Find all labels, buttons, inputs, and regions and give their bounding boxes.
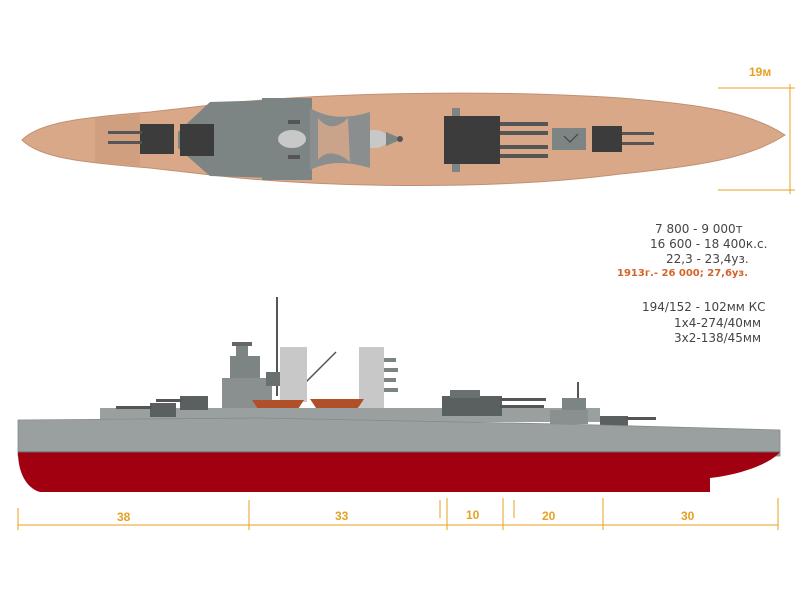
hull-lower bbox=[18, 452, 780, 492]
segment-label-1: 38 bbox=[117, 510, 131, 524]
segment-label-3: 10 bbox=[466, 508, 480, 522]
segment-label-5: 30 bbox=[681, 509, 695, 523]
profile-view bbox=[17, 297, 781, 492]
spec-main-guns: 1х4-274/40мм bbox=[674, 316, 762, 330]
funnel-1 bbox=[280, 347, 307, 402]
main-turret bbox=[442, 396, 502, 416]
aft-turret-plan bbox=[592, 126, 622, 152]
funnel-plan-1 bbox=[278, 130, 306, 148]
spec-displacement: 7 800 - 9 000т bbox=[655, 222, 743, 236]
spec-armor: 194/152 - 102мм КС bbox=[642, 300, 766, 314]
forward-turret-plan bbox=[140, 124, 174, 154]
hull-upper bbox=[17, 417, 781, 457]
aft-turret bbox=[600, 416, 628, 426]
boat-1 bbox=[252, 400, 304, 409]
forward-turret-2 bbox=[180, 396, 208, 410]
superstructure-plan bbox=[178, 100, 275, 178]
forward-turret bbox=[150, 403, 176, 417]
funnel-2 bbox=[359, 347, 384, 417]
spec-speed: 22,3 - 23,4уз. bbox=[666, 252, 749, 266]
beam-label: 19м bbox=[749, 65, 771, 79]
segment-label-4: 20 bbox=[542, 509, 556, 523]
spec-secondary-guns: 3х2-138/45мм bbox=[674, 331, 762, 345]
plan-view: 19м bbox=[21, 65, 795, 194]
spec-power: 16 600 - 18 400к.с. bbox=[650, 237, 768, 251]
segment-label-2: 33 bbox=[335, 509, 349, 523]
boat-2 bbox=[310, 399, 364, 408]
length-dimensions: 38 33 10 20 30 bbox=[17, 498, 779, 530]
main-turret-plan bbox=[444, 116, 500, 164]
spec-refit: 1913г.- 26 000; 27,6уз. bbox=[617, 268, 749, 279]
